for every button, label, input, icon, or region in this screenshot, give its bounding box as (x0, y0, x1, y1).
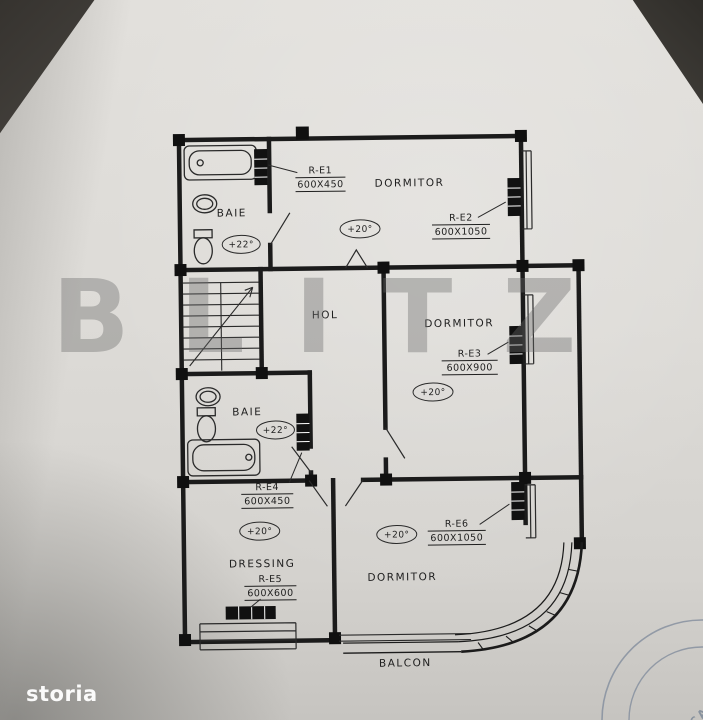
room-label-dormitor-mid: DORMITOR (424, 317, 494, 330)
svg-text:R-E5: R-E5 (258, 574, 282, 585)
walls (176, 133, 585, 645)
leader-lines (250, 164, 510, 608)
verification-stamp: • VERIFICA PURTUC (601, 619, 703, 720)
svg-text:600X900: 600X900 (447, 362, 493, 374)
temp-badge-dressing: +20° (239, 521, 281, 541)
temp-badge-dormitor-bottom: +20° (376, 524, 418, 544)
svg-text:• VERIFICA: • VERIFICA (622, 704, 703, 720)
radiator-label-re6: R-E6 600X1050 (427, 519, 486, 546)
temp-badge-dormitor-top: +20° (339, 219, 381, 239)
bathtub-symbol (187, 438, 261, 477)
svg-text:600X1050: 600X1050 (435, 226, 488, 238)
staircase (182, 281, 260, 371)
room-label-balcon: BALCON (379, 657, 432, 670)
door-swings (269, 212, 406, 507)
radiator-label-re2: R-E2 600X1050 (431, 213, 491, 240)
room-label-dormitor-top: DORMITOR (375, 177, 445, 190)
svg-text:R-E1: R-E1 (308, 165, 332, 176)
temp-badge-baie-mid: +22° (255, 420, 295, 440)
balcony-curve (343, 542, 584, 654)
svg-text:+20°: +20° (247, 527, 273, 537)
brand-logo-text: storia (26, 682, 98, 706)
room-label-baie-mid: BAIE (232, 406, 262, 418)
room-label-dormitor-bottom: DORMITOR (367, 571, 437, 584)
room-label-hol: HOL (312, 309, 339, 321)
windows (199, 150, 537, 651)
radiator-label-re3: R-E3 600X900 (441, 348, 498, 376)
svg-text:R-E4: R-E4 (255, 482, 279, 493)
svg-text:+20°: +20° (347, 225, 373, 235)
room-label-dressing: DRESSING (229, 558, 296, 571)
svg-text:600X1050: 600X1050 (430, 532, 483, 544)
svg-text:R-E3: R-E3 (458, 348, 482, 359)
svg-text:600X450: 600X450 (297, 179, 343, 191)
toilet-symbol (196, 407, 217, 443)
sink-symbol (195, 387, 221, 407)
radiator-label-re1: R-E1 600X450 (295, 165, 346, 193)
svg-text:+20°: +20° (384, 530, 410, 540)
room-label-baie-top: BAIE (217, 207, 247, 219)
svg-text:+22°: +22° (263, 426, 289, 436)
wall-pillars (172, 126, 586, 647)
temp-badge-dormitor-mid: +20° (412, 382, 454, 402)
svg-text:600X600: 600X600 (247, 588, 293, 600)
bathtub-symbol (183, 144, 258, 181)
svg-text:R-E2: R-E2 (449, 213, 473, 224)
svg-text:+22°: +22° (228, 240, 254, 250)
radiator-symbols (225, 149, 525, 620)
radiator-label-re5: R-E5 600X600 (244, 574, 297, 601)
toilet-symbol (193, 229, 213, 265)
svg-text:600X450: 600X450 (244, 496, 290, 508)
stamp-side-text: • VERIFICA (622, 704, 703, 720)
svg-text:+20°: +20° (420, 388, 446, 398)
svg-text:R-E6: R-E6 (445, 519, 469, 530)
sink-symbol (192, 194, 218, 214)
radiator-label-re4: R-E4 600X450 (241, 482, 294, 509)
temp-badge-baie-top: +22° (221, 234, 261, 254)
